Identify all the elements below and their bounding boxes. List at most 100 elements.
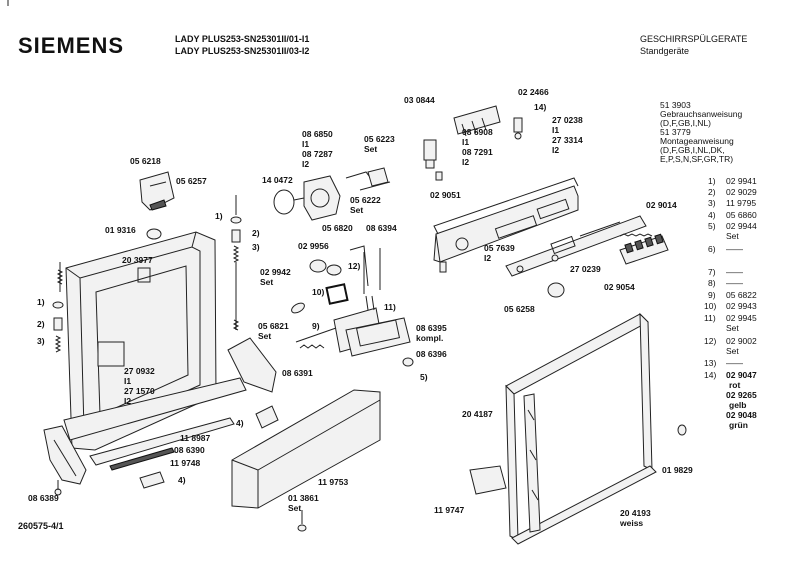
- part-label: 02 2466: [518, 87, 549, 97]
- part-label: I2: [484, 253, 492, 263]
- doc-title: Montageanweisung: [660, 136, 734, 146]
- part-label: Set: [350, 205, 364, 215]
- legend-num: 6): [708, 244, 716, 254]
- part-label: 08 6389: [28, 493, 59, 503]
- part-label: 11 9753: [318, 477, 349, 487]
- part-label: 4): [178, 475, 186, 485]
- part-label: 08 6396: [416, 349, 447, 359]
- control-panel-fascia: [433, 177, 579, 273]
- part-label: 27 0239: [570, 264, 601, 274]
- legend-value: Set: [726, 323, 739, 333]
- legend-num: 5): [708, 221, 716, 231]
- legend-value: ——: [726, 358, 743, 368]
- part-label: 02 9054: [604, 282, 635, 292]
- legend-value: 02 9047: [726, 370, 757, 380]
- part-label: 02 9956: [298, 241, 329, 251]
- part-label: 9): [312, 321, 320, 331]
- legend-value: 05 6860: [726, 210, 757, 220]
- part-label: 10): [312, 287, 325, 297]
- part-label: 01 3861: [288, 493, 319, 503]
- part-label: 20 3977: [122, 255, 153, 265]
- part-label: I2: [552, 145, 560, 155]
- part-label: 14 0472: [262, 175, 293, 185]
- part-label: I1: [302, 139, 310, 149]
- doc-title: Gebrauchsanweisung: [660, 109, 743, 119]
- dispenser-parts: [291, 245, 414, 367]
- part-label: I2: [302, 159, 310, 169]
- part-label: 02 9942: [260, 267, 291, 277]
- hinge-bracket: [227, 337, 277, 393]
- part-label: 3): [37, 336, 45, 346]
- legend-num: 4): [708, 210, 716, 220]
- part-label: 05 6820: [322, 223, 353, 233]
- drawing-code: 260575-4/1: [18, 521, 64, 531]
- part-label: I1: [552, 125, 560, 135]
- program-knob: [547, 282, 565, 298]
- legend-num: 12): [704, 336, 717, 346]
- legend-value: 02 9941: [726, 176, 757, 186]
- legend-value: 05 6822: [726, 290, 757, 300]
- part-label: 08 7287: [302, 149, 333, 159]
- part-label: Set: [260, 277, 274, 287]
- legend-value: 02 9002: [726, 336, 757, 346]
- legend-value: Set: [726, 231, 739, 241]
- part-label: 05 6258: [504, 304, 535, 314]
- legend-value: 02 9945: [726, 313, 757, 323]
- button-set: [619, 233, 669, 265]
- part-label: I2: [124, 396, 132, 406]
- legend-value: ——: [726, 244, 743, 254]
- part-label: 11 8987: [180, 433, 211, 443]
- part-label: 27 3314: [552, 135, 583, 145]
- door-hinge: [43, 425, 87, 496]
- part-label: 02 9051: [430, 190, 461, 200]
- door-bottom-rail: [63, 377, 247, 471]
- doc-id: 51 3903: [660, 100, 691, 110]
- legend-value: 02 9048: [726, 410, 757, 420]
- part-label: 20 4193: [620, 508, 651, 518]
- part-label: I1: [124, 376, 132, 386]
- legend-num: 3): [708, 198, 716, 208]
- legend-value: grün: [729, 420, 748, 430]
- part-label: 12): [348, 261, 361, 271]
- part-label: 3): [252, 242, 260, 252]
- legend-num: 2): [708, 187, 716, 197]
- model-line-1: LADY PLUS253-SN25301II/01-I1: [175, 34, 310, 44]
- legend-value: 02 9265: [726, 390, 757, 400]
- part-label: Set: [288, 503, 302, 513]
- part-label: 08 7291: [462, 147, 493, 157]
- part-label: 1): [37, 297, 45, 307]
- switch-parts: [423, 105, 523, 181]
- doc-langs-cont: E,P,S,N,SF,GR,TR): [660, 154, 734, 164]
- part-label: 27 0238: [552, 115, 583, 125]
- part-label: 02 9014: [646, 200, 677, 210]
- latch-clip: [139, 171, 175, 211]
- left-small-parts: [52, 262, 64, 353]
- legend-value: ——: [726, 267, 743, 277]
- legend-value: Set: [726, 346, 739, 356]
- brand-logo: SIEMENS: [18, 33, 125, 58]
- clip-part: [139, 471, 165, 489]
- legend-num: 14): [704, 370, 717, 380]
- small-block: [255, 405, 279, 429]
- part-label: 5): [420, 372, 428, 382]
- part-label: 20 4187: [462, 409, 493, 419]
- legend-value: gelb: [729, 400, 747, 410]
- part-label: Set: [258, 331, 272, 341]
- part-label: 4): [236, 418, 244, 428]
- part-label: 11 9748: [170, 458, 201, 468]
- part-label: 2): [37, 319, 45, 329]
- part-label: 05 6218: [130, 156, 161, 166]
- part-label: 05 6223: [364, 134, 395, 144]
- legend-num: 7): [708, 267, 716, 277]
- part-label: 2): [252, 228, 260, 238]
- legend-num: 1): [708, 176, 716, 186]
- part-label: 08 6850: [302, 129, 333, 139]
- legend-value: rot: [729, 380, 741, 390]
- part-label: 01 9829: [662, 465, 693, 475]
- center-spring-stack: [230, 195, 242, 331]
- part-label: 08 6394: [366, 223, 397, 233]
- part-label: I2: [462, 157, 470, 167]
- part-label: 05 7639: [484, 243, 515, 253]
- knob-part: [146, 228, 162, 240]
